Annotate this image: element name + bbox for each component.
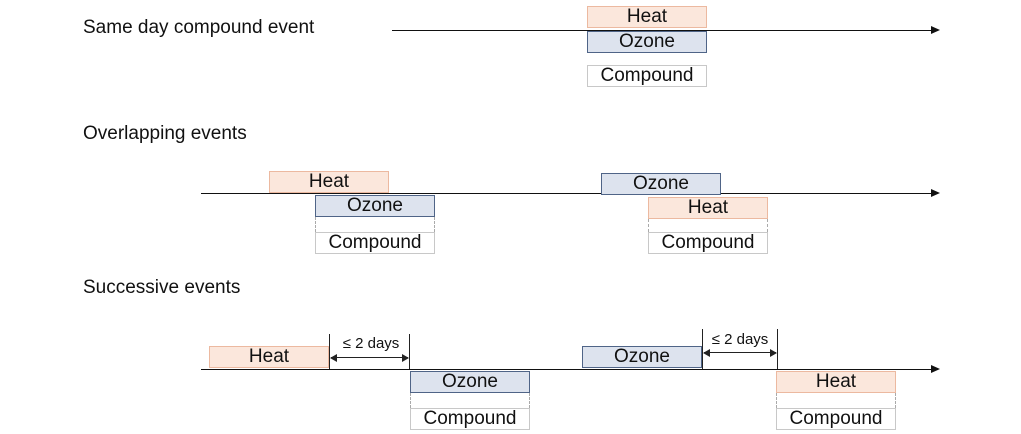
same-day-ozone-box: Ozone — [587, 31, 707, 53]
successive-right-ozone-box: Ozone — [582, 346, 702, 368]
successive-left-heat-box: Heat — [209, 346, 329, 368]
successive-right-guide-line — [895, 393, 896, 408]
overlapping-right-compound-box: Compound — [648, 232, 768, 254]
overlapping-left-ozone-box: Ozone — [315, 195, 435, 217]
successive-left-gap-tick — [329, 334, 330, 369]
successive-left-compound-box: Compound — [410, 408, 530, 430]
same-day-title: Same day compound event — [83, 17, 315, 38]
overlapping-title: Overlapping events — [83, 123, 247, 144]
successive-left-gap-arrow — [330, 353, 409, 362]
same-day-compound-box: Compound — [587, 65, 707, 87]
overlapping-left-guide-line — [315, 217, 316, 232]
successive-left-guide-line — [410, 393, 411, 408]
same-day-heat-box: Heat — [587, 6, 707, 28]
successive-right-heat-box: Heat — [776, 371, 896, 393]
same-day-timeline-arrow — [392, 25, 940, 34]
overlapping-right-heat-box: Heat — [648, 197, 768, 219]
overlapping-right-guide-line — [648, 219, 649, 232]
overlapping-left-compound-box: Compound — [315, 232, 435, 254]
successive-left-ozone-box: Ozone — [410, 371, 530, 393]
successive-timeline-arrow — [201, 364, 940, 373]
successive-right-gap-label: ≤ 2 days — [711, 331, 769, 348]
overlapping-left-heat-box: Heat — [269, 171, 389, 193]
successive-right-gap-arrow — [703, 348, 777, 357]
overlapping-right-guide-line — [767, 219, 768, 232]
successive-left-gap-label: ≤ 2 days — [342, 335, 400, 352]
successive-right-gap-tick — [777, 329, 778, 369]
successive-left-gap-tick — [409, 334, 410, 369]
overlapping-timeline-arrow — [201, 188, 940, 197]
overlapping-right-ozone-box: Ozone — [601, 173, 721, 195]
successive-right-guide-line — [776, 393, 777, 408]
successive-left-guide-line — [529, 393, 530, 408]
overlapping-left-guide-line — [434, 217, 435, 232]
successive-title: Successive events — [83, 277, 241, 298]
successive-right-gap-tick — [702, 329, 703, 369]
successive-right-compound-box: Compound — [776, 408, 896, 430]
